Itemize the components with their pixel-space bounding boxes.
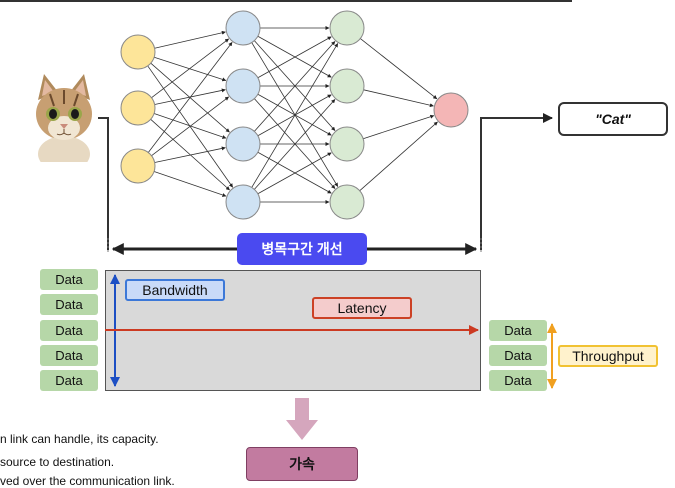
network-edge <box>363 114 435 140</box>
network-nodes <box>120 10 469 220</box>
network-edge <box>153 113 227 139</box>
network-edge <box>359 121 438 192</box>
network-connections <box>147 26 438 204</box>
network-edge <box>363 89 434 108</box>
definition-text: n link can handle, its capacity. <box>0 432 159 446</box>
network-edge <box>257 152 332 195</box>
top-divider <box>0 0 572 2</box>
input-node <box>120 34 156 70</box>
input-data-block: Data <box>40 294 98 315</box>
network-edge <box>257 151 332 194</box>
hidden-layer-1-node <box>225 10 261 46</box>
network-edge <box>251 43 339 188</box>
network-edge <box>151 96 230 157</box>
network-edge <box>257 35 332 78</box>
hidden-layer-1-node <box>225 126 261 162</box>
network-edge <box>154 146 226 163</box>
acceleration-label: 가속 <box>246 447 358 481</box>
network-edge <box>150 119 230 191</box>
hidden-layer-1-node <box>225 68 261 104</box>
output-data-block: Data <box>489 345 547 366</box>
network-edge <box>151 38 230 99</box>
hidden-layer-2-node <box>329 68 365 104</box>
network-edge <box>153 171 227 197</box>
input-node <box>120 148 156 184</box>
network-edge <box>257 36 332 79</box>
hidden-layer-2-node <box>329 126 365 162</box>
input-node <box>120 90 156 126</box>
network-edge <box>254 41 336 132</box>
input-data-block: Data <box>40 370 98 391</box>
network-edge <box>154 30 226 49</box>
network-edge <box>147 42 233 153</box>
throughput-label: Throughput <box>558 345 658 367</box>
input-data-block: Data <box>40 345 98 366</box>
network-edge <box>360 38 438 100</box>
network-edge <box>254 99 336 190</box>
network-edge <box>257 93 332 136</box>
output-node <box>433 92 469 128</box>
bottleneck-improvement-label: 병목구간 개선 <box>237 233 367 265</box>
input-data-block: Data <box>40 320 98 341</box>
bandwidth-label: Bandwidth <box>125 279 225 301</box>
hidden-layer-2-node <box>329 184 365 220</box>
output-label: "Cat" <box>558 102 668 136</box>
down-arrow-icon <box>286 398 318 440</box>
definition-text: ved over the communication link. <box>0 474 175 488</box>
cat-image <box>30 70 98 162</box>
input-data-block: Data <box>40 269 98 290</box>
output-data-block: Data <box>489 370 547 391</box>
input-connector <box>98 117 109 250</box>
hidden-layer-2-node <box>329 10 365 46</box>
output-data-block: Data <box>489 320 547 341</box>
definition-text: source to destination. <box>0 455 115 469</box>
hidden-layer-1-node <box>225 184 261 220</box>
output-connector <box>480 117 492 250</box>
latency-label: Latency <box>312 297 412 319</box>
